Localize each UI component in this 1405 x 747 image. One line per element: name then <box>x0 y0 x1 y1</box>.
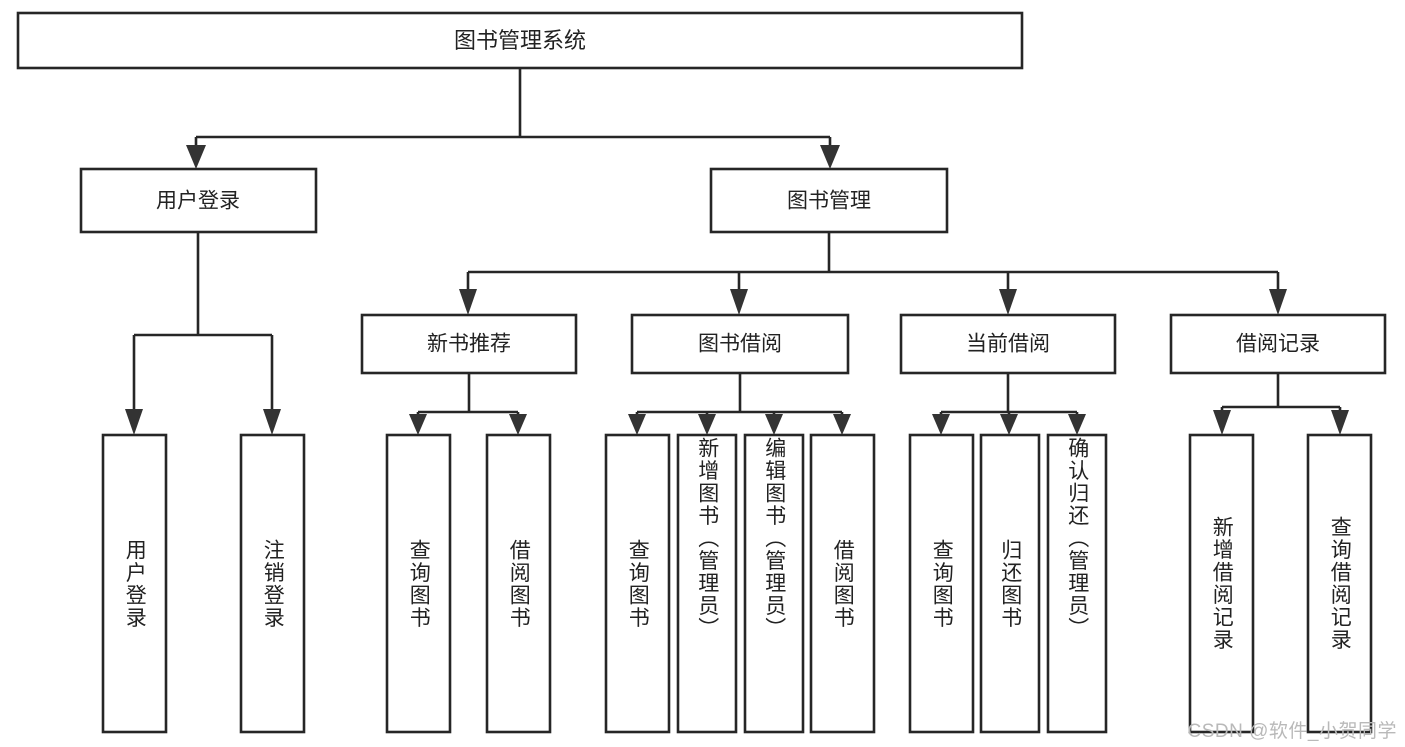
arrow-head-book-borrow-4 <box>833 414 851 435</box>
arrow-head-level3-4 <box>1269 289 1287 315</box>
node-book-management-box <box>709 167 949 234</box>
leaf-box-book-borrow-2[interactable] <box>676 433 738 734</box>
node-user-login-label: 用户登录 <box>156 190 240 213</box>
arrow-head-book-borrow-1 <box>628 414 646 435</box>
node-borrow-record-label: 借阅记录 <box>1236 333 1320 356</box>
node-current-borrow-label: 当前借阅 <box>966 333 1050 356</box>
node-book-borrow[interactable]: 图书借阅 <box>630 313 850 375</box>
node-book-borrow-box <box>630 313 850 375</box>
leaf-box-book-borrow-1[interactable] <box>604 433 671 734</box>
node-root-label: 图书管理系统 <box>454 28 586 53</box>
node-new-book-recommend-box <box>360 313 578 375</box>
arrow-head-borrow-record-2 <box>1331 410 1349 435</box>
arrow-head-book-borrow-2 <box>698 414 716 435</box>
node-root[interactable]: 图书管理系统 <box>16 11 1024 70</box>
arrow-head-level3-2 <box>730 289 748 315</box>
node-borrow-record-box <box>1169 313 1387 375</box>
arrow-head-level3-3 <box>999 289 1017 315</box>
arrow-head-level2-2 <box>820 145 840 169</box>
arrow-head-level3-1 <box>459 289 477 315</box>
node-book-management-label: 图书管理 <box>787 190 871 213</box>
node-book-management[interactable]: 图书管理 <box>709 167 949 234</box>
node-user-login[interactable]: 用户登录 <box>79 167 318 234</box>
arrow-head-current-borrow-3 <box>1068 414 1086 435</box>
node-current-borrow-box <box>899 313 1117 375</box>
arrow-head-new-book-1 <box>409 414 427 435</box>
arrow-head-book-borrow-3 <box>765 414 783 435</box>
leaf-box-book-borrow-3[interactable] <box>743 433 805 734</box>
leaf-box-new-book-2[interactable] <box>485 433 552 734</box>
node-root-box <box>16 11 1024 70</box>
arrow-head-user-login-2 <box>263 409 281 435</box>
watermark-text: CSDN @软件_小贺同学 <box>1187 721 1397 742</box>
node-book-borrow-label: 图书借阅 <box>698 333 782 356</box>
node-new-book-recommend[interactable]: 新书推荐 <box>360 313 578 375</box>
node-new-book-recommend-label: 新书推荐 <box>427 333 511 356</box>
leaf-box-user-login-2[interactable] <box>239 433 306 734</box>
leaf-box-user-login-1[interactable] <box>101 433 168 734</box>
arrow-head-borrow-record-1 <box>1213 410 1231 435</box>
leaf-box-current-borrow-3[interactable] <box>1046 433 1108 734</box>
leaf-box-book-borrow-4[interactable] <box>809 433 876 734</box>
arrow-head-user-login-1 <box>125 409 143 435</box>
leaf-box-current-borrow-1[interactable] <box>908 433 975 734</box>
leaf-box-new-book-1[interactable] <box>385 433 452 734</box>
leaf-box-current-borrow-2[interactable] <box>979 433 1041 734</box>
leaf-box-borrow-record-1[interactable] <box>1188 433 1255 734</box>
arrow-head-level2-1 <box>186 145 206 169</box>
arrow-head-new-book-2 <box>509 414 527 435</box>
node-borrow-record[interactable]: 借阅记录 <box>1169 313 1387 375</box>
node-current-borrow[interactable]: 当前借阅 <box>899 313 1117 375</box>
leaf-box-borrow-record-2[interactable] <box>1306 433 1373 734</box>
arrow-head-current-borrow-1 <box>932 414 950 435</box>
arrow-head-current-borrow-2 <box>1000 414 1018 435</box>
